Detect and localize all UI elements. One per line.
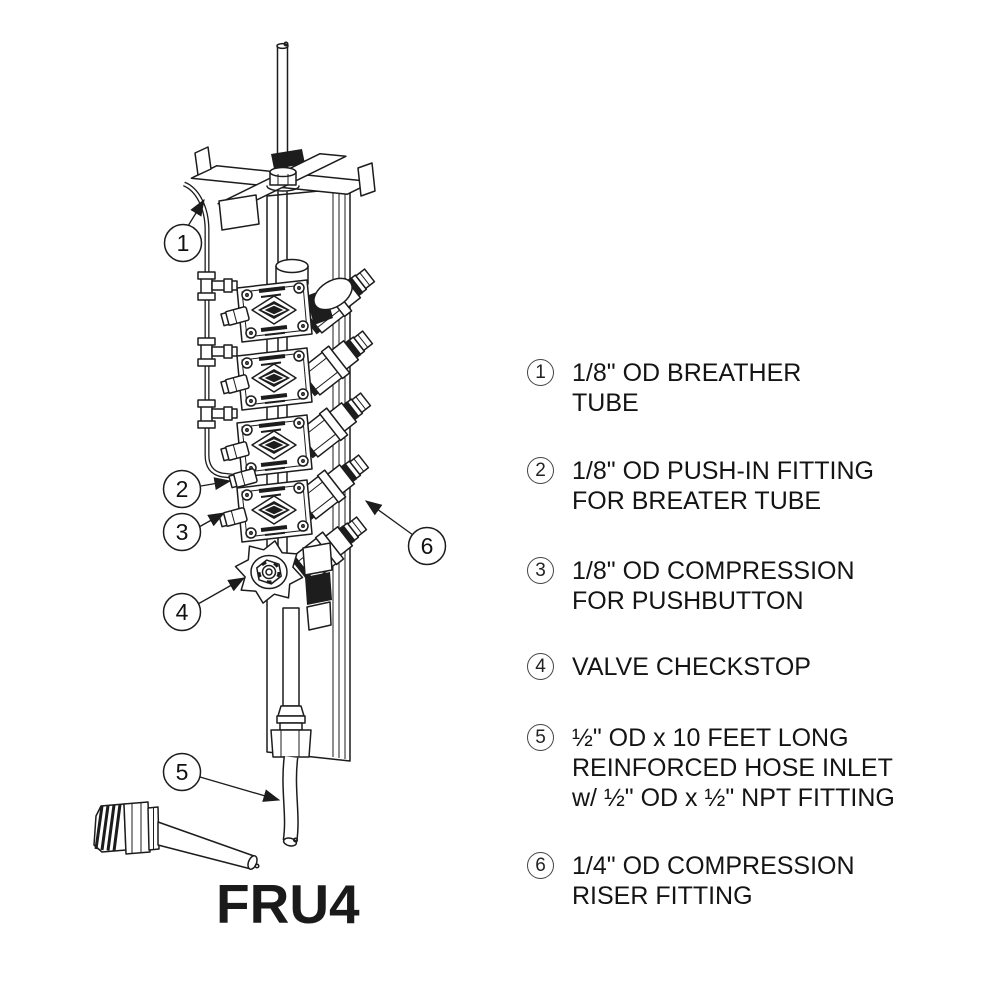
manifold-elbow [313,277,353,311]
callout-5-number: 5 [176,759,189,785]
checkstop-body [302,542,333,631]
riser-fitting-stack [288,261,381,586]
valve-block-2 [235,346,314,412]
mounting-rod [266,41,300,192]
callout-3: 3 [162,512,226,552]
callout-4: 4 [162,577,246,632]
legend-item-5-number: 5 [527,724,554,751]
callout-4-number: 4 [176,599,189,625]
breather-tee-1 [197,271,238,301]
legend-item-2-number: 2 [527,457,554,484]
callout-3-number: 3 [176,519,189,545]
valve-block-4 [235,478,314,544]
handwheel [234,540,304,604]
legend-item-6-number: 6 [527,852,554,879]
legend-item-4-number: 4 [527,653,554,680]
legend-item-1-number: 1 [527,359,554,386]
figure-label: FRU4 [216,873,360,935]
callout-5: 5 [162,752,281,802]
legend-item-3-number: 3 [527,557,554,584]
callout-6-number: 6 [421,533,434,559]
npt-inlet-fitting [93,801,260,870]
callout-2: 2 [162,469,232,509]
breather-tee-3 [197,399,238,429]
outlet-tube-and-nut [270,607,312,758]
callout-1: 1 [163,198,205,263]
legend-item-4: 4 VALVE CHECKSTOP [527,652,811,682]
top-port [275,258,309,285]
callout-1-number: 1 [177,230,190,256]
callout-2-number: 2 [176,476,189,502]
inlet-hose [282,756,299,847]
breather-tee-2 [197,337,238,367]
legend-item-4-text: VALVE CHECKSTOP [572,653,811,681]
valve-block-3 [235,413,314,479]
callout-6: 6 [364,500,447,566]
valve-block-1 [235,278,314,344]
